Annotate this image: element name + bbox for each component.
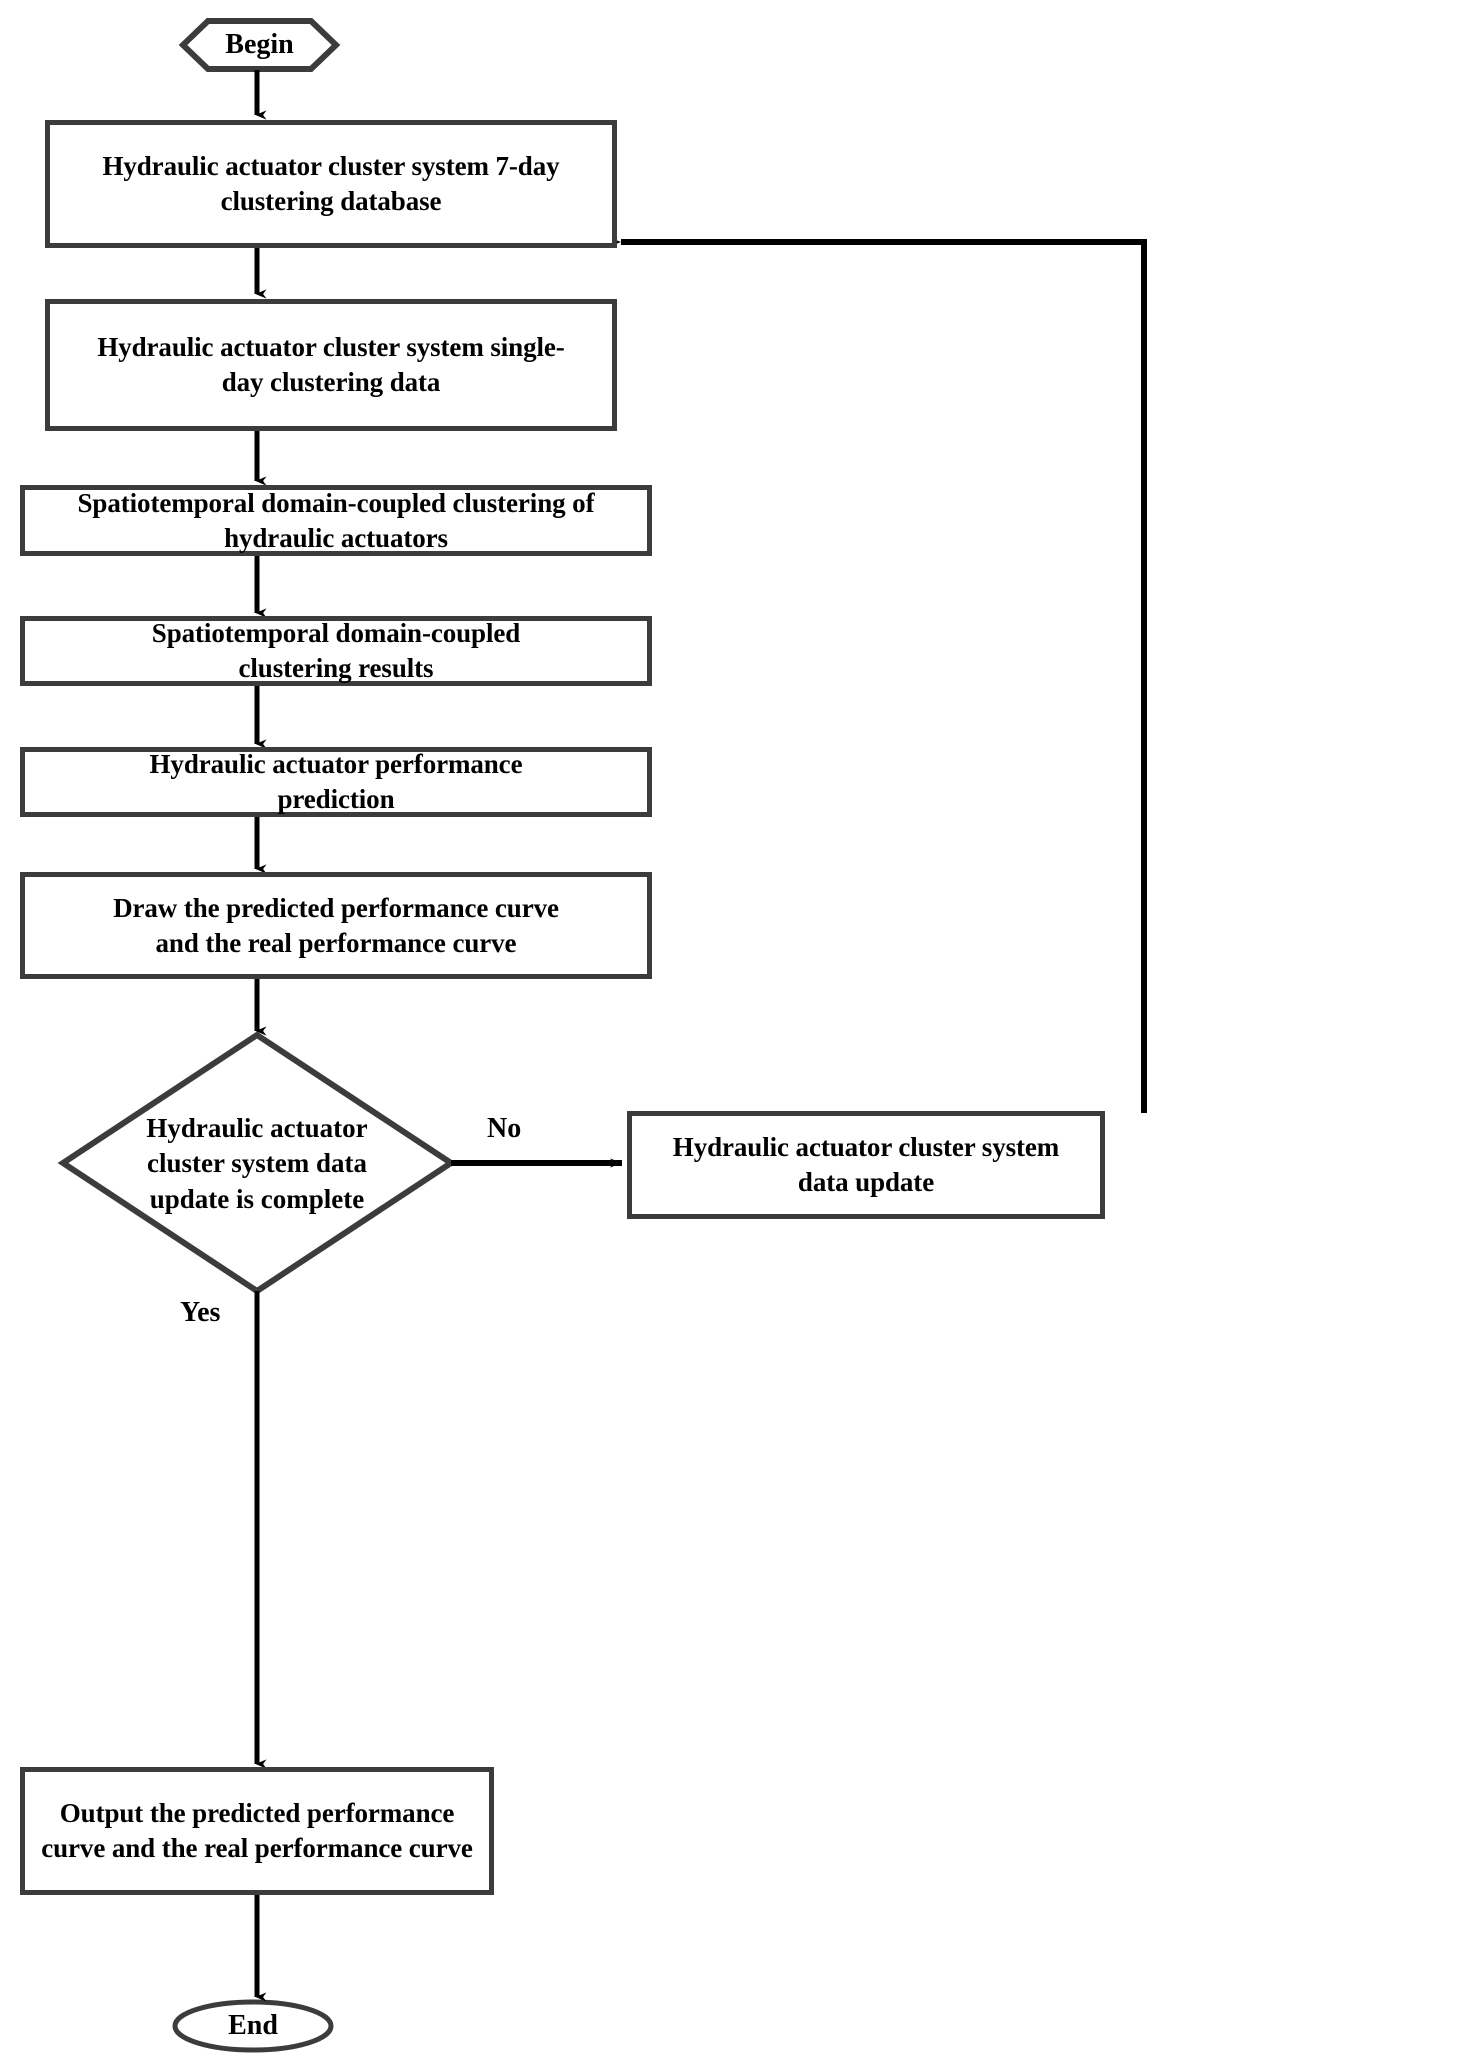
node-single-day-clustering-data[interactable]: Hydraulic actuator cluster system single… — [45, 299, 617, 431]
edge-label-yes: Yes — [180, 1297, 221, 1328]
node-performance-prediction-label: Hydraulic actuator performance predictio… — [149, 749, 523, 814]
node-performance-prediction[interactable]: Hydraulic actuator performance predictio… — [20, 747, 652, 817]
node-spatiotemporal-clustering-label: Spatiotemporal domain-coupled clustering… — [77, 487, 595, 553]
node-cluster-system-data-update-label: Hydraulic actuator cluster system data u… — [672, 1132, 1060, 1197]
node-7day-clustering-database-label: Hydraulic actuator cluster system 7-day … — [102, 151, 560, 216]
edge-label-no: No — [487, 1113, 522, 1144]
begin-node-label: Begin — [225, 28, 294, 60]
node-draw-curves[interactable]: Draw the predicted performance curve and… — [20, 872, 652, 979]
end-node-label: End — [228, 2009, 278, 2041]
node-output-curves-label: Output the predicted performance curve a… — [41, 1798, 473, 1863]
node-cluster-system-data-update[interactable]: Hydraulic actuator cluster system data u… — [627, 1111, 1105, 1219]
edge-update-to-db7day-feedback — [609, 237, 1147, 1113]
node-single-day-clustering-data-label: Hydraulic actuator cluster system single… — [97, 332, 565, 397]
node-output-curves[interactable]: Output the predicted performance curve a… — [20, 1767, 494, 1895]
node-7day-clustering-database[interactable]: Hydraulic actuator cluster system 7-day … — [45, 120, 617, 248]
node-draw-curves-label: Draw the predicted performance curve and… — [113, 892, 559, 958]
node-decision-label-wrap[interactable]: Hydraulic actuator cluster system data u… — [112, 1090, 402, 1238]
node-clustering-results-label: Spatiotemporal domain-coupled clustering… — [151, 618, 521, 683]
node-decision-label: Hydraulic actuator cluster system data u… — [146, 1113, 368, 1214]
node-clustering-results[interactable]: Spatiotemporal domain-coupled clustering… — [20, 616, 652, 686]
node-spatiotemporal-clustering[interactable]: Spatiotemporal domain-coupled clustering… — [20, 485, 652, 556]
